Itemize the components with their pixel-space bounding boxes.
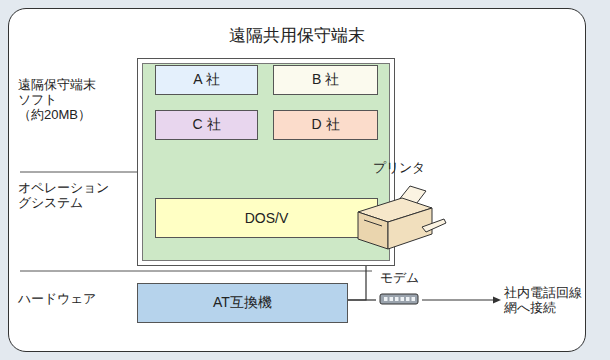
connector-line	[348, 299, 376, 300]
vendor-box: A 社	[155, 65, 258, 95]
modem-led	[395, 297, 399, 301]
modem: モデム	[376, 270, 422, 306]
device-label: モデム	[380, 270, 419, 286]
modem-led	[390, 297, 394, 301]
os-box: DOS/V	[155, 198, 378, 238]
vendor-box: B 社	[273, 65, 378, 95]
software-panel: A 社 B 社 C 社 D 社 DOS/V	[137, 58, 395, 266]
box-label: B 社	[312, 71, 339, 89]
modem-led	[406, 297, 410, 301]
box-label: DOS/V	[245, 210, 289, 226]
layer-separator	[20, 172, 137, 173]
printer-slot	[364, 220, 382, 226]
layer-label: ハードウェア	[18, 291, 128, 306]
hardware-box: AT互換機	[137, 283, 348, 323]
line-label: 社内電話回線 網へ接続	[504, 285, 590, 315]
arrow-head	[493, 297, 501, 304]
printer-front	[358, 212, 388, 249]
modem-led	[384, 297, 388, 301]
layer-separator	[20, 271, 372, 272]
modem-led	[401, 297, 405, 301]
frame-fill	[9, 9, 586, 352]
modem-led	[412, 297, 416, 301]
printer: プリンタ	[350, 160, 448, 250]
device-label: プリンタ	[373, 160, 425, 176]
box-label: C 社	[193, 116, 221, 134]
layer-label: 遠隔保守端末 ソフト （約20MB）	[18, 77, 118, 122]
layer-label: オペレーション グシステム	[18, 180, 122, 210]
box-label: D 社	[312, 116, 340, 134]
line-arrow	[422, 299, 494, 300]
box-label: A 社	[193, 71, 219, 89]
diagram-title: 遠隔共用保守端末	[9, 24, 585, 47]
modem-body	[380, 294, 418, 304]
box-label: AT互換機	[213, 294, 272, 312]
paper-tray	[422, 219, 446, 232]
vendor-box: C 社	[155, 110, 258, 140]
vendor-box: D 社	[273, 110, 378, 140]
